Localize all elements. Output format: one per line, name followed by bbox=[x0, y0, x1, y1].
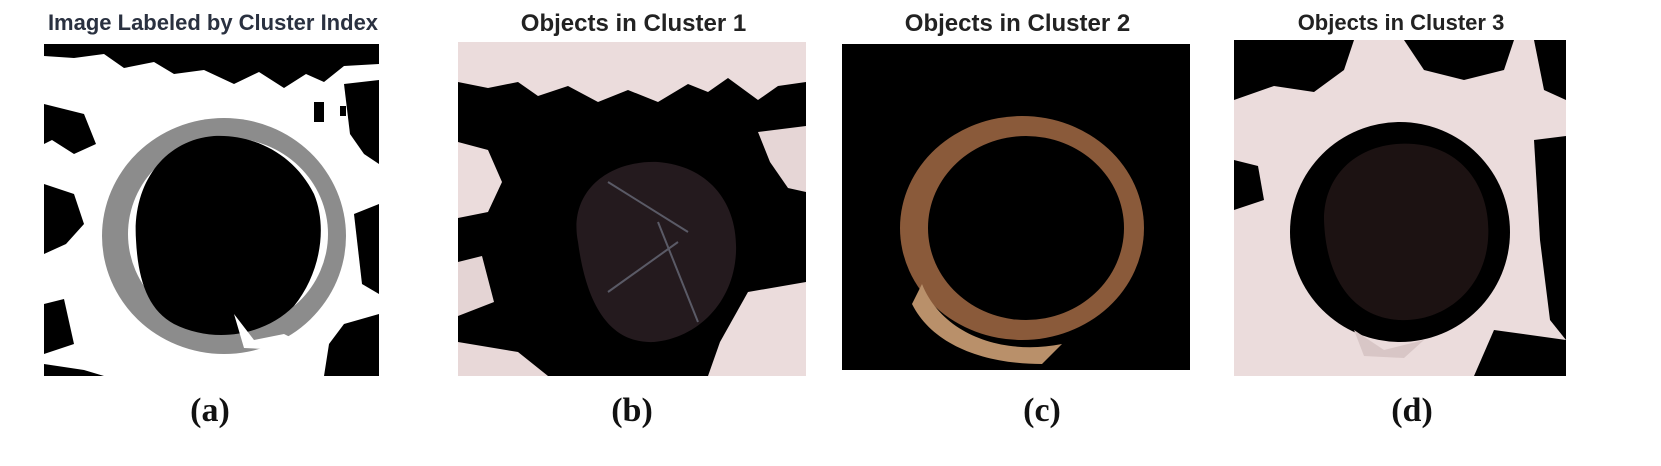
panel-b-label: (b) bbox=[611, 392, 653, 429]
panel-d-image bbox=[1234, 40, 1566, 376]
panel-b-image bbox=[458, 42, 806, 376]
panel-a-image bbox=[44, 44, 379, 376]
panel-d-label: (d) bbox=[1391, 392, 1433, 429]
panel-b-title: Objects in Cluster 1 bbox=[520, 10, 747, 37]
panel-a-title: Image Labeled by Cluster Index bbox=[47, 10, 379, 35]
panel-c-title: Objects in Cluster 2 bbox=[904, 10, 1131, 37]
panel-c-label: (c) bbox=[1023, 392, 1061, 429]
panel-c-image bbox=[842, 44, 1190, 370]
panel-d-title: Objects in Cluster 3 bbox=[1297, 10, 1505, 35]
panel-a-label: (a) bbox=[190, 392, 230, 429]
